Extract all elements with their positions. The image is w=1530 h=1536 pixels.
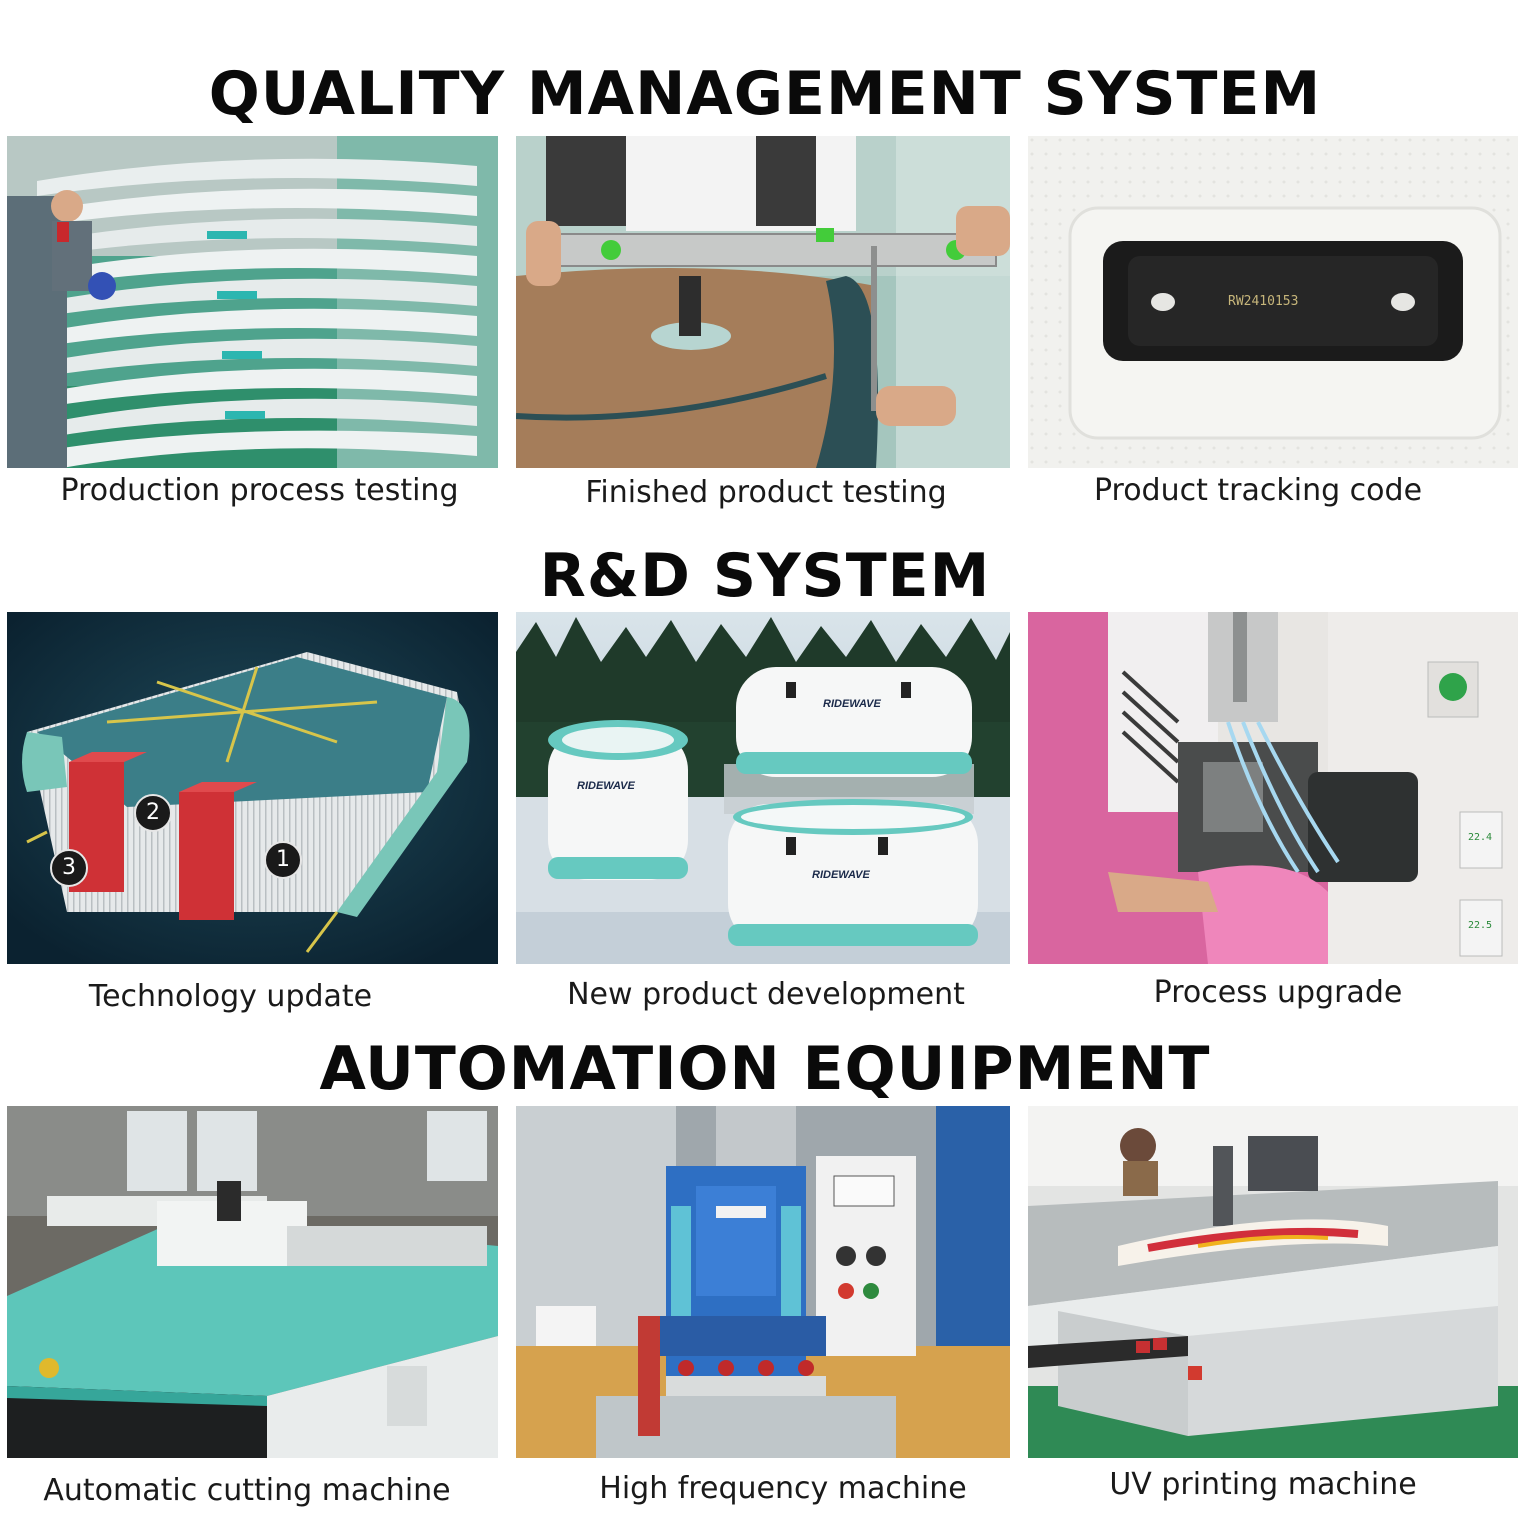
temperature-display-upper: 22.4 [1468,832,1493,843]
new-product-development-caption: New product development [567,977,965,1012]
temperature-display-lower: 22.5 [1468,920,1493,931]
technology-update-caption: Technology update [88,979,373,1014]
marker-three-badge: 3 [50,849,88,887]
brand-logo-tub-bottom: RIDEWAVE [812,869,870,881]
process-upgrade-photo: 22.4 22.5 [1028,612,1518,964]
technology-update-photo: 1 2 3 [7,612,498,964]
product-tracking-code-photo: RW2410153 [1028,136,1518,468]
automatic-cutting-machine-photo [7,1106,498,1458]
uv-printing-machine-caption: UV printing machine [1109,1467,1417,1502]
production-process-testing-caption: Production process testing [60,473,459,508]
production-process-testing-photo [7,136,498,468]
marker-one-badge: 1 [264,841,302,879]
serial-code-label: RW2410153 [1228,294,1299,309]
brand-logo-tub-top: RIDEWAVE [823,698,881,710]
high-frequency-machine-caption: High frequency machine [599,1471,967,1506]
high-frequency-machine-photo [516,1106,1010,1458]
rd-system-heading: R&D SYSTEM [539,541,991,611]
new-product-development-photo: RIDEWAVE RIDEWAVE RIDEWAVE [516,612,1010,964]
finished-product-testing-photo [516,136,1010,468]
uv-printing-machine-photo [1028,1106,1518,1458]
automatic-cutting-machine-caption: Automatic cutting machine [43,1473,451,1508]
brand-logo-tub-round: RIDEWAVE [577,780,635,792]
quality-management-heading: QUALITY MANAGEMENT SYSTEM [208,59,1322,129]
automation-equipment-heading: AUTOMATION EQUIPMENT [319,1034,1211,1104]
process-upgrade-caption: Process upgrade [1153,975,1403,1010]
marker-two-badge: 2 [134,794,172,832]
finished-product-testing-caption: Finished product testing [585,475,947,510]
product-tracking-code-caption: Product tracking code [1093,473,1423,508]
